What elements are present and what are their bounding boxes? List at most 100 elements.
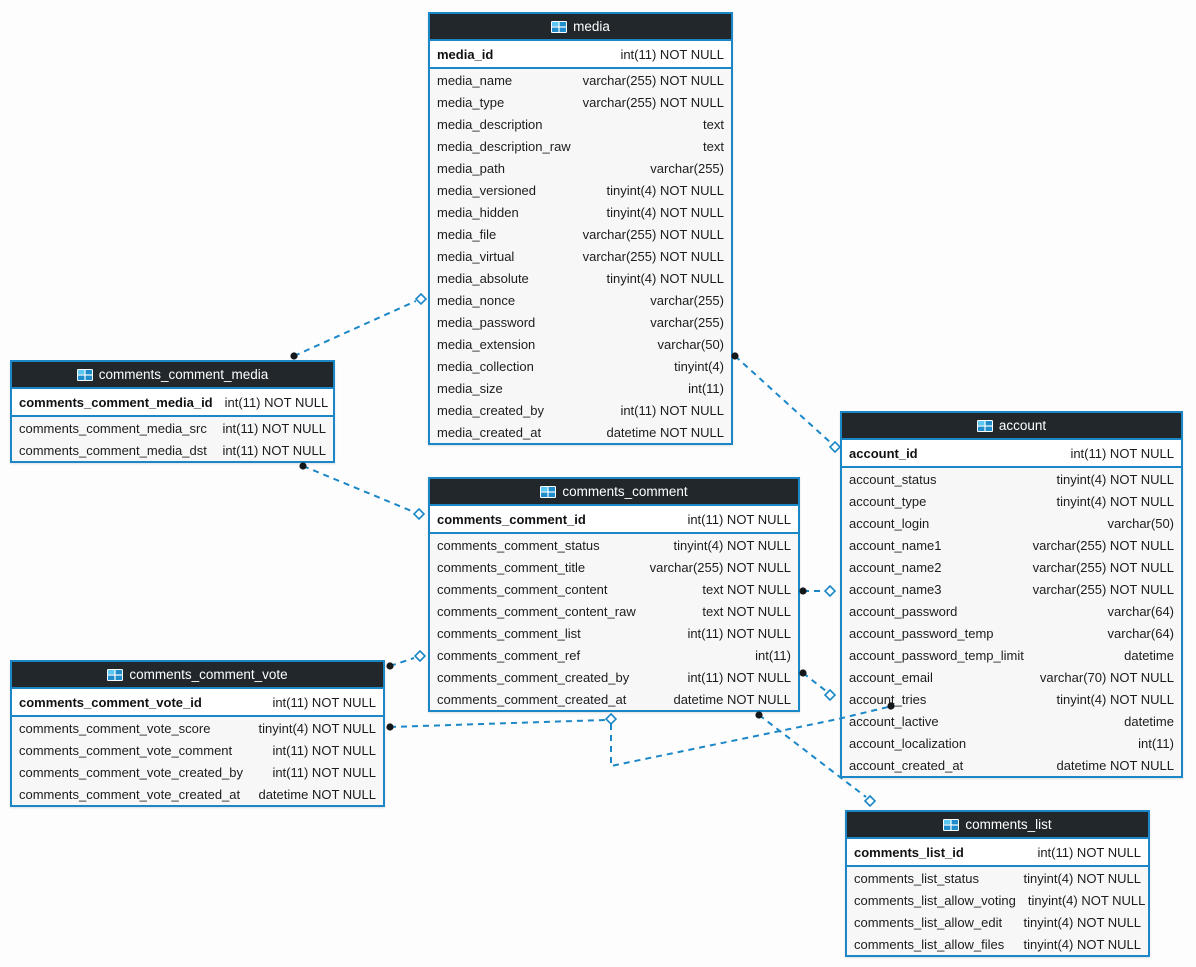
- column-name: media_nonce: [437, 292, 516, 308]
- relation-endpoint-diamond: [414, 292, 428, 306]
- table-header-comments_list[interactable]: comments_list: [847, 812, 1148, 839]
- relation-endpoint-dot: [386, 662, 394, 670]
- column-name: media_hidden: [437, 204, 519, 220]
- column-name: account_localization: [849, 735, 967, 751]
- column-name: comments_comment_list: [437, 625, 581, 641]
- column-type: int(11) NOT NULL: [224, 394, 329, 410]
- relation-endpoint-dot: [755, 711, 763, 719]
- column-name: comments_comment_id: [437, 511, 586, 527]
- table-icon: [551, 20, 568, 33]
- relation-line: [389, 719, 606, 728]
- column-type: tinyint(4) NOT NULL: [1023, 936, 1141, 952]
- table-header-media[interactable]: media: [430, 14, 731, 41]
- column-type: varchar(64): [1107, 625, 1174, 641]
- column-type: int(11): [1138, 735, 1174, 751]
- column-name: media_created_at: [437, 424, 542, 440]
- column-type: tinyint(4): [674, 358, 724, 374]
- column-type: datetime: [1124, 647, 1174, 663]
- column-type: int(11) NOT NULL: [687, 625, 791, 641]
- column-type: varchar(255) NOT NULL: [649, 559, 791, 575]
- column-name: media_name: [437, 72, 513, 88]
- column-name: media_file: [437, 226, 497, 242]
- column-type: int(11) NOT NULL: [687, 669, 791, 685]
- column-name: comments_comment_title: [437, 559, 586, 575]
- primary-key-row: media_id int(11) NOT NULL: [430, 41, 731, 69]
- table-icon: [943, 818, 960, 831]
- column-type: int(11): [755, 647, 791, 663]
- table-header-account[interactable]: account: [842, 413, 1181, 440]
- column-name: media_id: [437, 46, 494, 62]
- table-title: account: [998, 418, 1047, 433]
- table-icon: [76, 368, 93, 381]
- column-type: varchar(64): [1107, 603, 1174, 619]
- table-title: comments_comment_media: [98, 367, 269, 382]
- column-name: media_created_by: [437, 402, 544, 418]
- relation-endpoint-diamond: [604, 712, 618, 726]
- column-row: media_size int(11): [430, 377, 731, 399]
- column-type: int(11) NOT NULL: [620, 402, 724, 418]
- table-header-comments_comment_vote[interactable]: comments_comment_vote: [12, 662, 383, 689]
- relation-endpoint-diamond: [823, 584, 837, 598]
- column-type: datetime: [1124, 713, 1174, 729]
- table-header-comments_comment[interactable]: comments_comment: [430, 479, 798, 506]
- column-name: media_type: [437, 94, 505, 110]
- relation-endpoint-dot: [799, 587, 807, 595]
- column-type: datetime NOT NULL: [606, 424, 724, 440]
- column-name: comments_list_allow_voting: [854, 892, 1016, 908]
- column-row: account_localization int(11): [842, 732, 1181, 754]
- table-comments_comment[interactable]: comments_comment comments_comment_id int(1…: [428, 477, 800, 712]
- table-comments_comment_media[interactable]: comments_comment_media comments_comment_m…: [10, 360, 335, 463]
- column-row: media_created_at datetime NOT NULL: [430, 421, 731, 443]
- column-type: text NOT NULL: [702, 581, 791, 597]
- column-name: account_status: [849, 471, 937, 487]
- column-name: account_name2: [849, 559, 942, 575]
- column-type: int(11): [688, 380, 724, 396]
- column-name: comments_list_status: [854, 870, 979, 886]
- column-name: account_password: [849, 603, 958, 619]
- column-type: text: [703, 116, 724, 132]
- relation-comments_comment_media-to-comments_comment: [299, 462, 426, 521]
- relation-endpoint-diamond: [828, 440, 842, 454]
- column-name: media_size: [437, 380, 503, 396]
- relation-endpoint-dot: [386, 723, 394, 731]
- relation-line: [302, 465, 415, 513]
- column-name: account_login: [849, 515, 930, 531]
- column-type: text NOT NULL: [702, 603, 791, 619]
- column-type: int(11) NOT NULL: [620, 46, 724, 62]
- relation-comments_comment_vote-to-comments_comment: [386, 712, 618, 731]
- column-name: comments_list_allow_edit: [854, 914, 1003, 930]
- column-type: tinyint(4) NOT NULL: [1027, 892, 1146, 908]
- relation-comments_comment-to-account: [799, 584, 837, 598]
- table-header-comments_comment_media[interactable]: comments_comment_media: [12, 362, 333, 389]
- column-type: int(11) NOT NULL: [222, 420, 326, 436]
- column-row: comments_comment_list int(11) NOT NULL: [430, 622, 798, 644]
- column-type: int(11) NOT NULL: [1037, 844, 1141, 860]
- column-name: account_created_at: [849, 757, 964, 773]
- table-icon: [107, 668, 124, 681]
